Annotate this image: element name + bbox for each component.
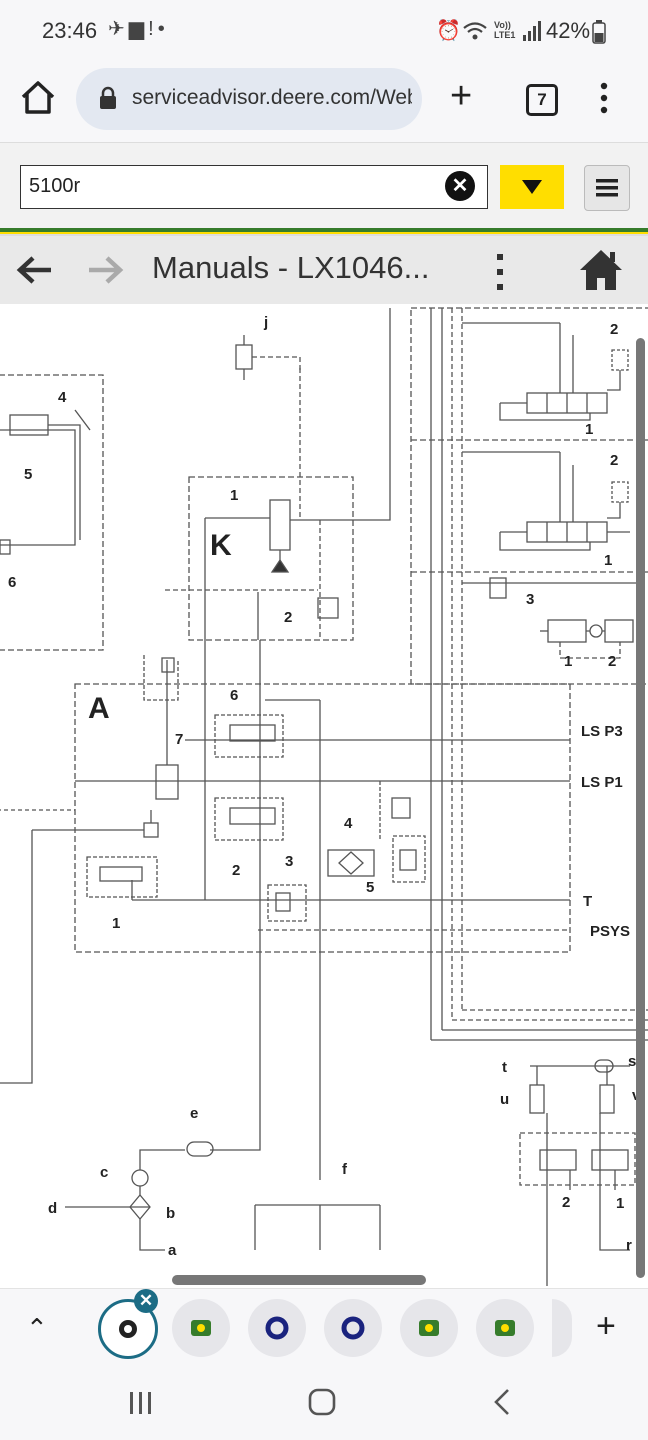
- label-1-k: 1: [230, 487, 238, 504]
- label-r: r: [626, 1237, 632, 1254]
- label-t-small: t: [502, 1059, 507, 1076]
- label-e: e: [190, 1105, 198, 1122]
- label-k: K: [210, 529, 232, 562]
- recent-apps-icon[interactable]: [128, 1390, 154, 1416]
- label-6-a: 6: [230, 687, 238, 704]
- label-2-bottom: 2: [562, 1194, 570, 1211]
- volte-icon: Vo)) LTE1: [494, 20, 516, 40]
- new-tab-button[interactable]: +: [450, 75, 473, 117]
- label-3-a: 3: [285, 853, 293, 870]
- search-input[interactable]: [21, 166, 437, 206]
- label-ls-p3: LS P3: [581, 723, 623, 740]
- page-title: Manuals - LX1046...: [152, 250, 430, 285]
- label-5-a: 5: [366, 879, 374, 896]
- label-1-mid: 1: [604, 552, 612, 569]
- circle-tab[interactable]: [324, 1299, 382, 1357]
- active-site-tab[interactable]: [98, 1299, 158, 1359]
- label-2-right: 2: [608, 653, 616, 670]
- deere-tab[interactable]: [476, 1299, 534, 1357]
- more-options-icon[interactable]: [494, 252, 506, 292]
- deere-logo-icon: [419, 1320, 439, 1336]
- browser-home-icon[interactable]: [18, 78, 58, 118]
- label-b: b: [166, 1205, 175, 1222]
- link-icon: ✈: [108, 18, 129, 40]
- hydraulic-schematic[interactable]: j 4 5 6 1 2 2 1 2 1 3 1 2 6 7 2 3 4 5 1 …: [0, 304, 648, 1286]
- label-d: d: [48, 1200, 57, 1217]
- manual-home-icon[interactable]: [578, 248, 624, 292]
- forward-arrow-icon[interactable]: [86, 254, 124, 286]
- back-nav-icon[interactable]: [492, 1388, 512, 1416]
- deere-tab[interactable]: [400, 1299, 458, 1357]
- add-tab-button[interactable]: +: [596, 1307, 616, 1345]
- site-favicon-icon: [119, 1320, 137, 1338]
- battery-percent: 42%: [546, 18, 591, 43]
- label-a-box: A: [88, 692, 110, 725]
- dot-icon: •: [157, 18, 169, 40]
- back-arrow-icon[interactable]: [16, 254, 54, 286]
- horizontal-scrollbar[interactable]: [172, 1275, 426, 1285]
- circle-tab[interactable]: [248, 1299, 306, 1357]
- label-6: 6: [8, 574, 16, 591]
- home-nav-icon[interactable]: [308, 1388, 336, 1416]
- hamburger-menu-button[interactable]: [584, 165, 630, 211]
- signal-icon: [523, 21, 541, 41]
- label-2-k: 2: [284, 609, 292, 626]
- circle-logo-icon: [265, 1316, 289, 1340]
- label-1-bottom: 1: [616, 1195, 624, 1212]
- search-dropdown-button[interactable]: [500, 165, 564, 209]
- deere-logo-icon: [191, 1320, 211, 1336]
- browser-menu-icon[interactable]: [596, 78, 612, 118]
- browser-toolbar: serviceadvisor.deere.com/Web + 7: [0, 62, 648, 142]
- label-7: 7: [175, 731, 183, 748]
- system-navigation-bar: [0, 1366, 648, 1440]
- wifi-icon: [463, 22, 487, 40]
- deere-logo-icon: [495, 1320, 515, 1336]
- manual-nav-bar: Manuals - LX1046...: [0, 236, 648, 304]
- partial-tab[interactable]: [552, 1299, 572, 1357]
- close-tab-button[interactable]: ✕: [134, 1289, 158, 1313]
- search-box: ✕: [20, 165, 488, 209]
- schematic-svg: j 4 5 6 1 2 2 1 2 1 3 1 2 6 7 2 3 4 5 1 …: [0, 307, 648, 1286]
- label-j: j: [263, 314, 268, 331]
- clear-search-button[interactable]: ✕: [445, 171, 475, 201]
- deere-tab[interactable]: [172, 1299, 230, 1357]
- message-icon: ▆: [128, 18, 149, 40]
- label-5: 5: [24, 466, 32, 483]
- hamburger-icon: [596, 179, 618, 197]
- circle-logo-icon: [341, 1316, 365, 1340]
- site-header: ✕: [0, 142, 648, 229]
- url-text: serviceadvisor.deere.com/Web: [132, 86, 412, 109]
- address-bar[interactable]: serviceadvisor.deere.com/Web: [76, 68, 422, 130]
- label-1-right: 1: [564, 653, 572, 670]
- label-u: u: [500, 1091, 509, 1108]
- label-2-a: 2: [232, 862, 240, 879]
- notification-icons: ✈▆!•: [108, 16, 169, 41]
- tab-switcher-button[interactable]: 7: [526, 84, 558, 116]
- status-bar: 23:46 ✈▆!• ⏰ Vo)) LTE1 42%: [0, 0, 648, 62]
- label-psys: PSYS: [590, 923, 630, 940]
- label-f: f: [342, 1161, 348, 1178]
- triangle-down-icon: [522, 180, 542, 194]
- label-t: T: [583, 893, 592, 910]
- lock-icon: [100, 86, 116, 109]
- brand-stripe: [0, 228, 648, 236]
- alarm-icon: ⏰: [436, 20, 461, 42]
- label-2-top: 2: [610, 321, 618, 338]
- label-ls-p1: LS P1: [581, 774, 623, 791]
- notification-icon: !: [148, 18, 158, 40]
- tab-strip: ⌃ ✕ +: [0, 1288, 648, 1367]
- label-2-mid: 2: [610, 452, 618, 469]
- label-1-top: 1: [585, 421, 593, 438]
- label-1-a: 1: [112, 915, 120, 932]
- label-a: a: [168, 1242, 177, 1259]
- chevron-up-icon[interactable]: ⌃: [26, 1313, 48, 1343]
- label-4-a: 4: [344, 815, 353, 832]
- label-4: 4: [58, 389, 67, 406]
- vertical-scrollbar[interactable]: [636, 338, 645, 1278]
- clock: 23:46: [42, 18, 98, 43]
- label-c: c: [100, 1164, 108, 1181]
- label-3-right: 3: [526, 591, 534, 608]
- battery-icon: [592, 20, 606, 44]
- label-s: s: [628, 1053, 636, 1070]
